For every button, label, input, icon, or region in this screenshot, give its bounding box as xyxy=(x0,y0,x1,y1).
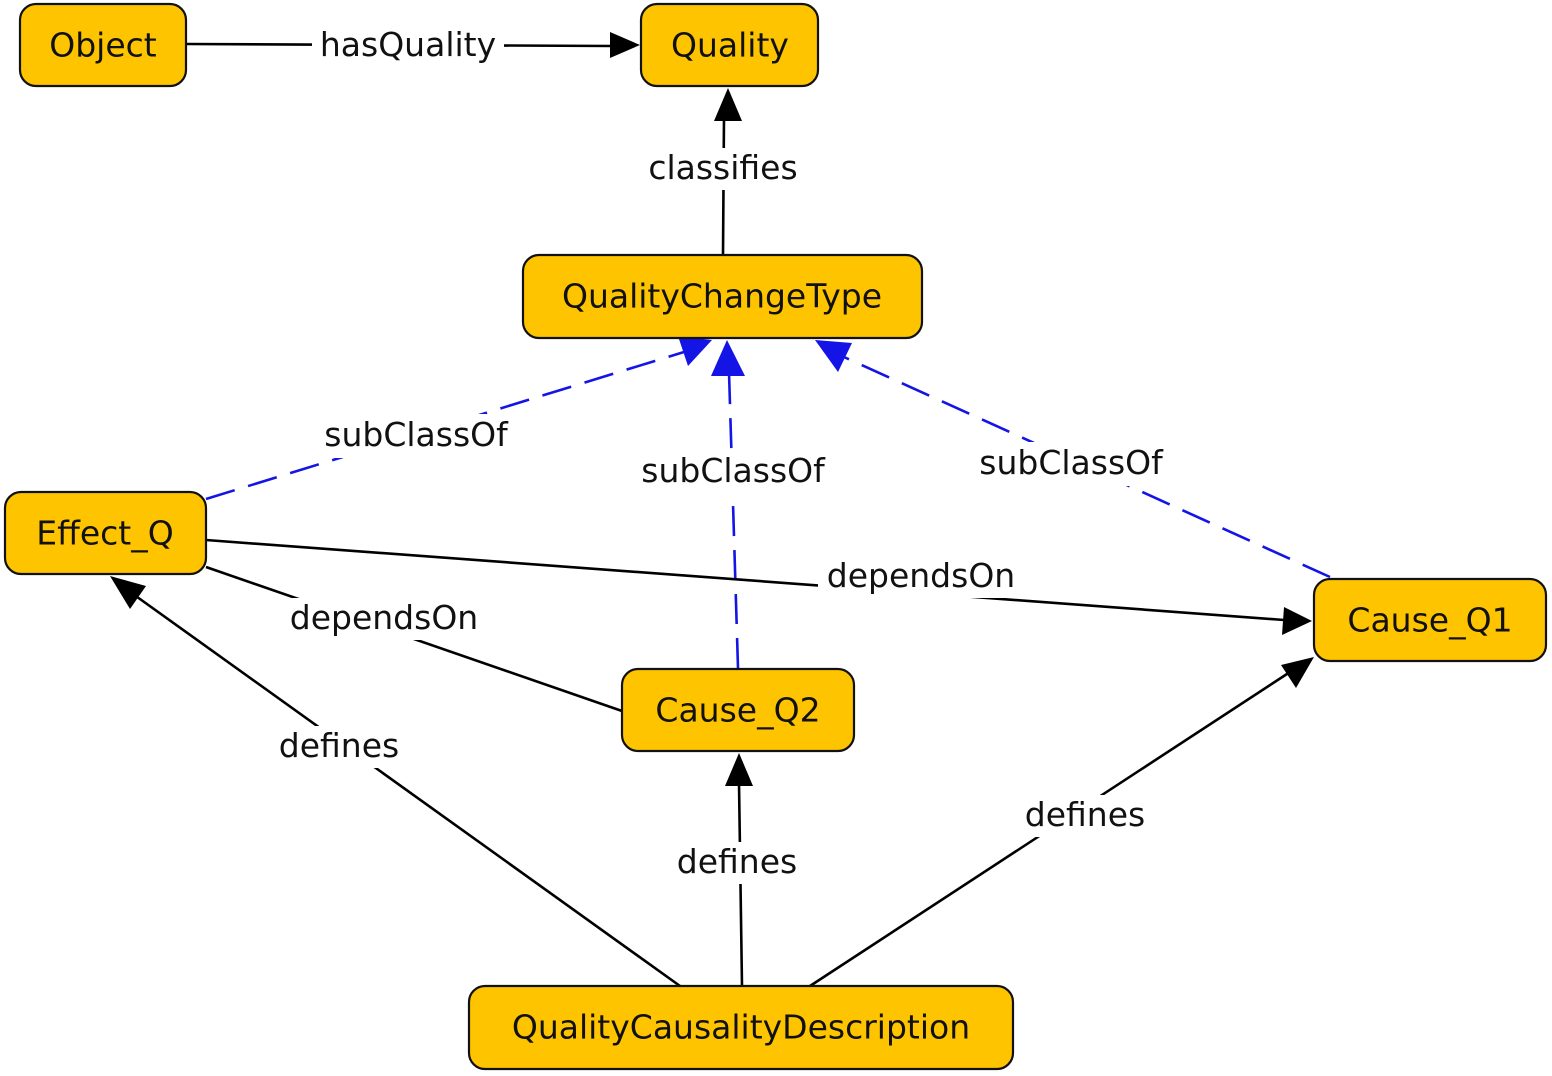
edge-defines-effect-label: defines xyxy=(279,726,399,765)
node-effect-q[interactable]: Effect_Q xyxy=(3,490,208,576)
node-object-box xyxy=(18,2,188,88)
edge-depends-on-cause1-line xyxy=(205,538,1285,622)
node-quality-box xyxy=(639,2,820,88)
node-cause-q1-label: Cause_Q1 xyxy=(1347,601,1512,640)
edge-classifies-label: classifies xyxy=(648,148,797,187)
edge-depends-on-cause2-label: dependsOn xyxy=(290,598,478,637)
edge-subclass-cause2-label: subClassOf xyxy=(641,451,826,490)
edge-has-quality: hasQuality xyxy=(185,25,640,66)
edge-has-quality-label: hasQuality xyxy=(320,25,496,64)
node-quality-causality-description[interactable]: QualityCausalityDescription xyxy=(467,984,1015,1071)
node-quality[interactable]: Quality xyxy=(639,2,820,88)
edge-defines-cause2-line xyxy=(737,782,744,987)
edge-subclass-cause2-label-bg xyxy=(633,450,833,494)
edge-defines-effect-label-bg xyxy=(272,726,406,768)
node-cause-q2[interactable]: Cause_Q2 xyxy=(620,667,856,753)
edge-depends-on-cause1-arrow-icon xyxy=(1282,607,1312,635)
edge-defines-cause1-arrow-icon xyxy=(1281,657,1314,688)
edge-depends-on-cause1: dependsOn xyxy=(205,538,1312,635)
node-effect-q-label: Effect_Q xyxy=(36,514,173,553)
node-quality-change-type-box xyxy=(521,253,924,340)
edge-subclass-effect-label-bg xyxy=(316,414,516,458)
edge-subclass-effect-label: subClassOf xyxy=(324,415,509,454)
edge-defines-effect-line xyxy=(132,592,681,988)
node-quality-change-type[interactable]: QualityChangeType xyxy=(521,253,924,340)
edge-subclass-cause1-label-bg xyxy=(970,442,1172,486)
edge-has-quality-label-bg xyxy=(312,26,504,66)
edge-subclass-cause2: subClassOf xyxy=(633,340,833,669)
node-effect-q-box xyxy=(3,490,208,576)
edge-classifies-arrow-icon xyxy=(714,88,742,121)
node-quality-causality-description-label: QualityCausalityDescription xyxy=(512,1008,970,1047)
edge-defines-cause1: defines xyxy=(809,657,1314,988)
edge-subclass-effect-line xyxy=(205,350,685,501)
node-object[interactable]: Object xyxy=(18,2,188,88)
edge-depends-on-cause1-label-bg xyxy=(818,556,1024,598)
edge-subclass-cause2-line xyxy=(727,371,740,669)
node-cause-q2-label: Cause_Q2 xyxy=(655,691,820,730)
edge-depends-on-cause2: dependsOn xyxy=(205,565,623,713)
edge-depends-on-cause1-label: dependsOn xyxy=(827,556,1015,595)
node-cause-q1-box xyxy=(1312,577,1548,663)
edge-subclass-effect-arrow-icon xyxy=(678,336,712,366)
node-cause-q1[interactable]: Cause_Q1 xyxy=(1312,577,1548,663)
node-quality-change-type-label: QualityChangeType xyxy=(562,277,882,316)
edge-defines-cause1-label: defines xyxy=(1025,795,1145,834)
edge-depends-on-cause2-label-bg xyxy=(282,598,488,640)
nodes: Object Quality QualityChangeType Effect_… xyxy=(3,2,1548,1071)
edge-subclass-cause1: subClassOf xyxy=(815,340,1331,579)
edges: hasQuality classifies subClassOf subClas… xyxy=(110,25,1331,988)
node-quality-causality-description-box xyxy=(467,984,1015,1071)
edge-defines-cause1-label-bg xyxy=(1018,795,1152,837)
node-cause-q2-box xyxy=(620,667,856,753)
edge-classifies: classifies xyxy=(641,88,805,256)
edge-defines-cause2: defines xyxy=(670,753,804,987)
edge-subclass-cause1-arrow-icon xyxy=(815,340,852,372)
edge-defines-cause2-arrow-icon xyxy=(725,753,753,786)
edge-classifies-label-bg xyxy=(641,148,805,190)
node-object-label: Object xyxy=(49,26,157,65)
edge-defines-effect-arrow-icon xyxy=(110,576,146,609)
edge-subclass-cause2-arrow-icon xyxy=(711,340,745,376)
edge-defines-cause2-label: defines xyxy=(677,842,797,881)
edge-subclass-effect: subClassOf xyxy=(205,336,712,501)
edge-subclass-cause1-label: subClassOf xyxy=(979,443,1164,482)
node-quality-label: Quality xyxy=(671,26,789,65)
edge-has-quality-arrow-icon xyxy=(610,32,640,58)
edge-defines-effect: defines xyxy=(110,576,681,988)
edge-defines-cause2-label-bg xyxy=(670,842,804,884)
